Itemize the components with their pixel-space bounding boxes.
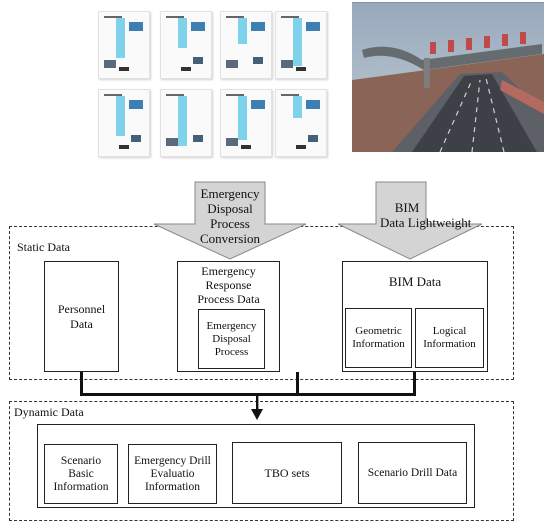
scenario-basic-line: Basic (68, 467, 94, 480)
static-data-title: Static Data (17, 240, 70, 254)
emergency-response-label: Emergency Response Process Data (178, 264, 279, 306)
emergency-response-line: Process Data (197, 292, 260, 306)
arrow-label-line: Emergency (200, 186, 260, 201)
emergency-response-line: Response (205, 278, 252, 292)
scenario-basic-line: Information (53, 480, 109, 493)
dynamic-data-section (9, 401, 514, 521)
emergency-response-process-data-box: Emergency Response Process Data Emergenc… (177, 261, 280, 372)
arrow-label-line: Conversion (200, 231, 260, 246)
document-pages-illustration (95, 5, 335, 160)
page-thumbnail (220, 11, 272, 79)
bim-data-box: BIM Data Geometric Information Logical I… (342, 261, 488, 372)
bim-data-lightweight-arrow (337, 181, 483, 260)
page-thumbnail (160, 11, 212, 79)
arrow-label-line: Data Lightweight (380, 215, 472, 230)
tbo-sets-label: TBO sets (264, 465, 310, 480)
personnel-data-label: Data (70, 316, 93, 331)
geometric-information-line: Geometric (355, 325, 402, 337)
personnel-data-box: Personnel Data (44, 261, 119, 372)
tbo-sets-box: TBO sets (232, 442, 342, 504)
page-thumbnail (275, 89, 327, 157)
page-thumbnail (98, 89, 150, 157)
emergency-disposal-line: Disposal (212, 332, 251, 345)
connector-line (80, 372, 83, 395)
emergency-disposal-conversion-arrow (153, 181, 307, 260)
bim-data-lightweight-label: BIM Data Lightweight (380, 200, 490, 230)
page-thumbnail (220, 89, 272, 157)
personnel-data-label: Personnel (57, 301, 106, 316)
geometric-information-line: Information (352, 338, 405, 350)
scenario-basic-line: Scenario (60, 454, 102, 467)
scenario-drill-data-label: Scenario Drill Data (367, 466, 458, 479)
connector-line (413, 372, 416, 395)
arrow-label-line: Disposal (207, 201, 253, 216)
emergency-disposal-conversion-label: Emergency Disposal Process Conversion (195, 186, 265, 246)
arrow-label-line: Process (210, 216, 250, 231)
emergency-response-line: Emergency (201, 264, 256, 278)
bim-data-label: BIM Data (388, 274, 442, 289)
arrow-label-line: BIM (394, 200, 420, 215)
emergency-disposal-line: Emergency (206, 319, 257, 332)
evaluation-line: Information (145, 480, 200, 493)
bim-model-render (352, 2, 544, 152)
page-thumbnail (98, 11, 150, 79)
page-thumbnail (275, 11, 327, 79)
geometric-information-box: Geometric Information (345, 308, 412, 368)
dynamic-data-title: Dynamic Data (14, 405, 84, 419)
emergency-disposal-process-box: Emergency Disposal Process (198, 309, 265, 369)
logical-information-line: Logical (432, 325, 467, 337)
logical-information-box: Logical Information (415, 308, 484, 368)
flow-arrow-down (251, 393, 263, 420)
page-thumbnail (160, 89, 212, 157)
scenario-basic-information-box: Scenario Basic Information (44, 444, 118, 504)
evaluation-line: Evaluatio (150, 467, 195, 480)
evaluation-line: Emergency Drill (134, 454, 211, 467)
connector-line (296, 372, 299, 395)
logical-information-line: Information (423, 338, 476, 350)
connector-line (80, 393, 416, 396)
emergency-drill-evaluation-box: Emergency Drill Evaluatio Information (128, 444, 217, 504)
scenario-drill-data-box: Scenario Drill Data (358, 442, 467, 504)
emergency-disposal-line: Process (214, 345, 249, 358)
